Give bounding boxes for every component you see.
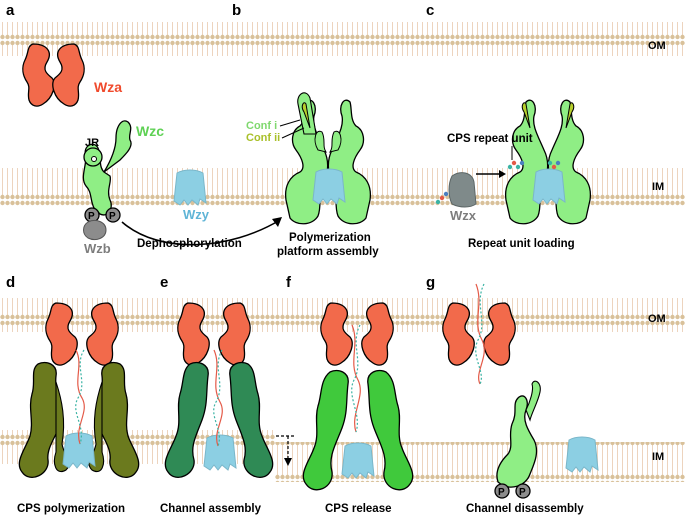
panel-letter-f: f	[286, 274, 292, 291]
panel-c: c Wzx CPS repeat unit Repeat unit loadin…	[426, 2, 592, 250]
wzx-label: Wzx	[450, 208, 477, 223]
panel-letter-a: a	[6, 2, 15, 19]
jr-label: JR	[85, 137, 99, 149]
conf-i-label: Conf i	[246, 120, 277, 132]
cps-chain-e	[213, 349, 223, 447]
caption-b-line1: Polymerization	[289, 232, 371, 244]
phospho-site-g-right: P	[515, 483, 531, 499]
om-label-top: OM	[648, 40, 666, 52]
dephosphorylation-label: Dephosphorylation	[137, 238, 242, 250]
membrane-shift-marker	[276, 435, 296, 462]
wzy-protein-a	[173, 169, 207, 206]
wzy-label: Wzy	[183, 207, 210, 222]
svg-text:P: P	[109, 211, 116, 222]
im-label-bottom: IM	[652, 451, 664, 463]
wzy-protein-f	[341, 442, 375, 479]
om-label-bottom: OM	[648, 313, 666, 325]
panel-letter-d: d	[6, 274, 15, 291]
cps-chain-f	[351, 324, 361, 433]
wzy-protein-c	[532, 168, 566, 205]
panel-letter-c: c	[426, 2, 434, 19]
dephosphorylation-arrowhead	[272, 217, 282, 227]
repeat-units-c	[435, 160, 561, 205]
im-label-top: IM	[652, 181, 664, 193]
caption-g: Channel disassembly	[466, 503, 584, 515]
repeat-unit-arrowhead	[499, 170, 506, 178]
phospho-site-g-left: P	[494, 483, 510, 499]
panel-g: g P P Channel disassembly	[426, 274, 599, 515]
wzy-protein-b	[312, 168, 346, 205]
wzy-protein-e	[203, 434, 237, 471]
conf-leader-lines	[279, 119, 305, 139]
wza-label: Wza	[94, 79, 122, 95]
wzx-protein	[448, 172, 477, 208]
conf-ii-label: Conf ii	[246, 132, 280, 144]
panel-letter-g: g	[426, 274, 435, 291]
outer-membrane-top	[0, 20, 685, 60]
panel-f: f CPS release	[276, 274, 414, 515]
panel-letter-e: e	[160, 274, 168, 291]
cps-chain-d	[75, 349, 85, 445]
wzb-label: Wzb	[84, 241, 111, 256]
svg-text:P: P	[498, 487, 505, 498]
caption-e: Channel assembly	[160, 503, 262, 515]
membrane-shift-arrowhead	[284, 458, 292, 466]
phospho-site-right: P	[105, 207, 121, 223]
wzc-label: Wzc	[136, 123, 164, 139]
wzy-protein-g	[565, 436, 599, 473]
phospho-site-left: P	[84, 207, 100, 223]
wzc-monomer-a	[82, 120, 132, 216]
cps-chain-g	[475, 283, 485, 385]
panel-letter-b: b	[232, 2, 241, 19]
cps-repeat-unit-label: CPS repeat unit	[447, 133, 533, 145]
panel-b: b Conf i Conf ii Polymerization platform…	[232, 2, 379, 258]
caption-d: CPS polymerization	[17, 503, 125, 515]
caption-b-line2: platform assembly	[277, 246, 379, 258]
wzc-complex-d	[18, 361, 140, 478]
wzc-monomer-g	[496, 380, 541, 488]
caption-f: CPS release	[325, 503, 392, 515]
svg-text:P: P	[519, 487, 526, 498]
dephosphorylation-arrow	[121, 219, 281, 246]
wzc-complex-e	[164, 361, 274, 478]
panel-e: e Channel assembly	[160, 274, 274, 515]
wzc-complex-f	[302, 369, 414, 491]
panel-d: d CPS polymerization	[6, 274, 140, 515]
caption-c: Repeat unit loading	[468, 238, 575, 250]
wzb-protein	[83, 219, 107, 241]
panel-a: a Wza JR Wzc P P Wzb Wzy	[6, 2, 282, 256]
svg-text:P: P	[88, 211, 95, 222]
